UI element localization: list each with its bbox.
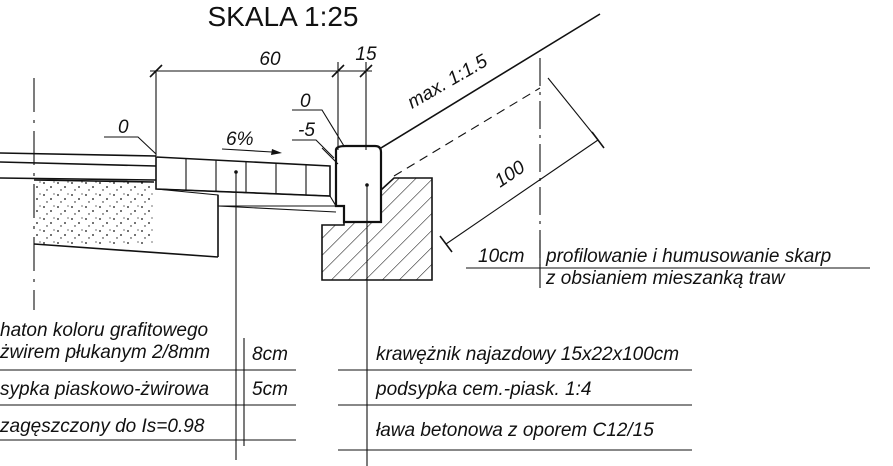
left-row1-thickness: 8cm xyxy=(252,344,288,365)
left-row1-line2: żwirem płukanym 2/8mm xyxy=(0,342,210,363)
dimension-width xyxy=(149,62,373,156)
right-row3: ława betonowa z oporem C12/15 xyxy=(376,420,654,441)
right-table xyxy=(338,369,692,451)
curb xyxy=(321,144,383,224)
left-row3-line1: zagęszczony do Is=0.98 xyxy=(0,416,205,437)
left-row2-line1: sypka piaskowo-żwirowa xyxy=(0,379,209,400)
dim-100: 100 xyxy=(491,157,529,192)
slope-label: 6% xyxy=(226,129,254,150)
left-row1-line1: haton koloru grafitowego xyxy=(0,320,208,341)
dim-15: 15 xyxy=(355,44,377,65)
concrete-foundation xyxy=(321,177,433,281)
right-row2: podsypka cem.-piask. 1:4 xyxy=(375,379,591,400)
note-line1: profilowanie i humusowanie skarp xyxy=(545,246,831,267)
level-curb-top: 0 xyxy=(300,91,311,112)
note-line2: z obsianiem mieszanką traw xyxy=(545,268,786,289)
level-left: 0 xyxy=(118,117,129,138)
level-curb-bottom: -5 xyxy=(298,120,315,141)
right-note xyxy=(466,240,870,288)
dim-60: 60 xyxy=(259,49,281,70)
note-thickness: 10cm xyxy=(478,246,524,267)
embankment xyxy=(380,13,601,266)
slope-embankment-label: max. 1:1.5 xyxy=(404,51,492,114)
paving-blocks xyxy=(155,156,337,213)
left-table xyxy=(0,338,296,446)
right-row1: krawężnik najazdowy 15x22x100cm xyxy=(376,344,679,365)
left-row2-thickness: 5cm xyxy=(252,379,288,400)
subbase-fill xyxy=(34,180,154,244)
road-surface xyxy=(0,152,157,181)
drawing-title: SKALA 1:25 xyxy=(207,1,358,32)
dimension-100 xyxy=(439,77,605,253)
